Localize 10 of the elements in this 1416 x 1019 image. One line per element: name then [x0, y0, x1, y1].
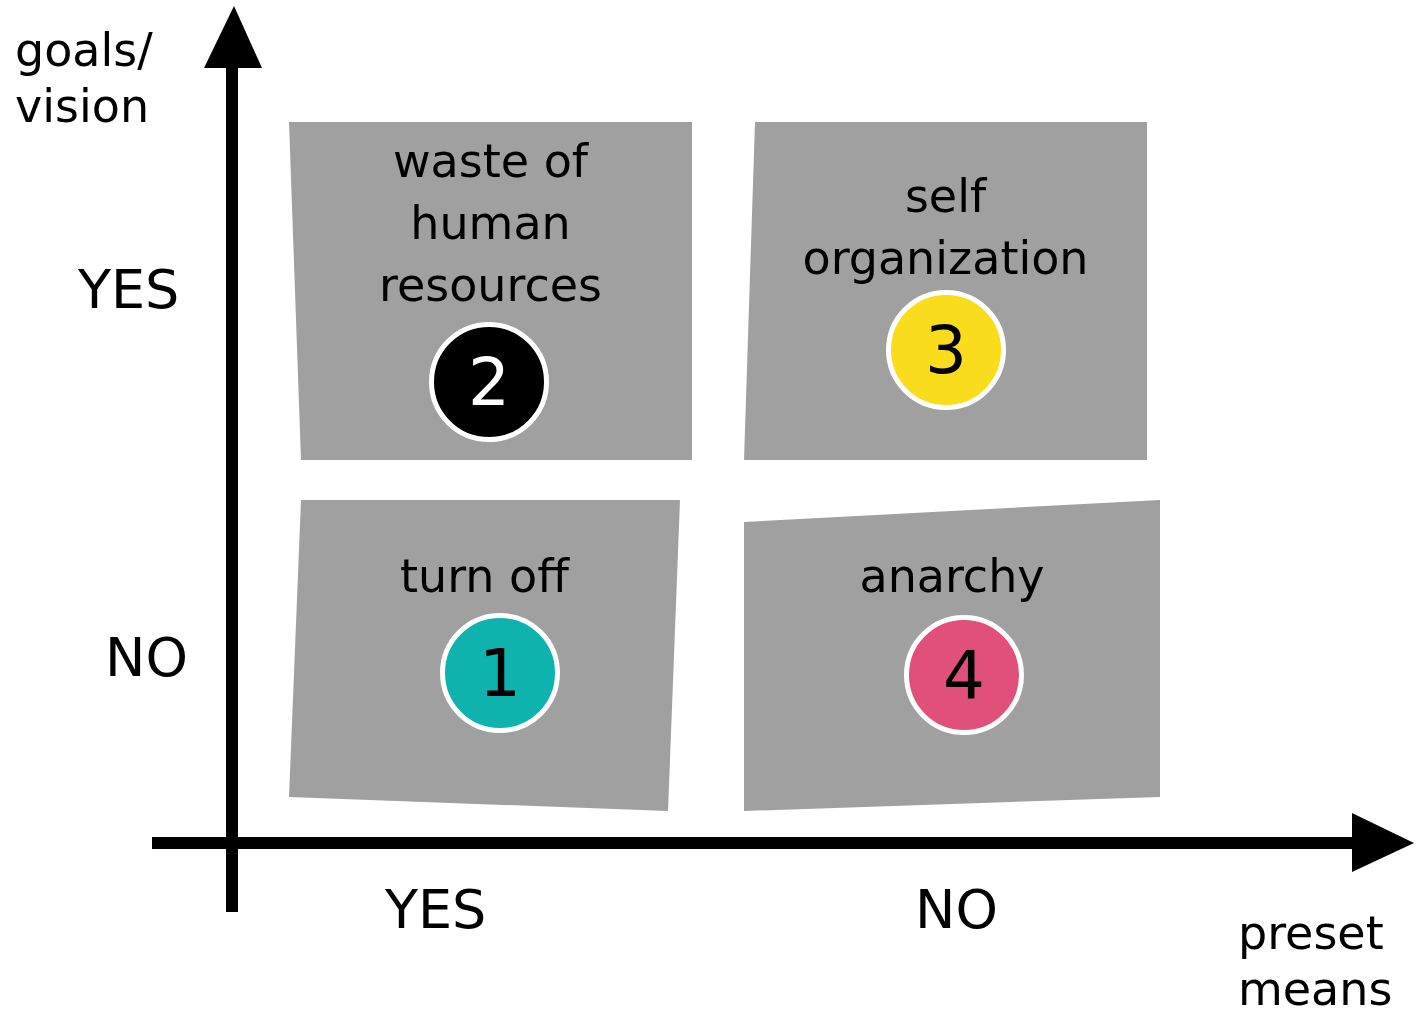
- axis-value-label: YES: [78, 262, 181, 318]
- axis-title: preset means: [1238, 905, 1394, 1017]
- axis-value-label: NO: [915, 882, 999, 938]
- axis-value-label: NO: [105, 630, 189, 686]
- axis-title: goals/ vision: [15, 22, 154, 134]
- quadrant-label: turn off: [399, 548, 571, 605]
- quadrant-label: self organization: [801, 168, 1090, 287]
- axis-value-label: YES: [385, 882, 488, 938]
- quadrant-label: anarchy: [858, 548, 1046, 605]
- quadrant-label: waste of human resources: [378, 133, 603, 314]
